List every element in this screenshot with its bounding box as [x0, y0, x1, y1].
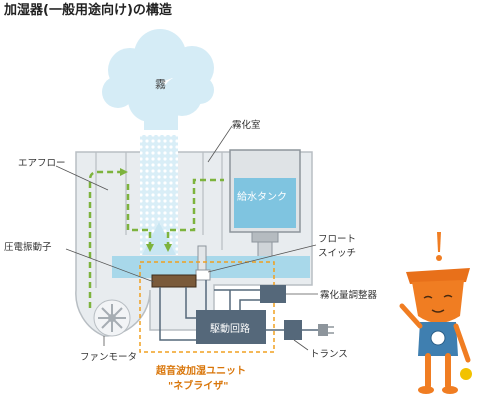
air-flow-label: エアフロー: [18, 158, 66, 169]
float-switch-label-2: スイッチ: [318, 248, 356, 259]
piezo-element-leader: [65, 248, 155, 283]
float-switch-label-1: フロート: [318, 234, 356, 245]
ultrasonic-unit-outline: [139, 261, 275, 353]
atomization-controller-label: 霧化量調整器: [320, 289, 378, 301]
fan-motor: [93, 299, 131, 337]
air-flow-arrows: [88, 170, 224, 308]
ultrasonic-unit-label: 超音波加湿ユニット: [155, 364, 246, 377]
fan-motor-label: ファンモータ: [80, 352, 137, 363]
transformer-label: トランス: [310, 349, 348, 360]
mist-cloud: [102, 29, 214, 130]
piezo-element: [151, 274, 197, 288]
drive-circuit-label: 駆動回路: [210, 322, 250, 335]
mascot-character: [399, 232, 472, 394]
diagram-title: 加湿器(一般用途向け)の構造: [3, 2, 173, 18]
mist-column: [140, 135, 178, 255]
piezo-element-label: 圧電振動子: [4, 241, 52, 253]
air-flow-arrowheads: [120, 168, 172, 252]
wiring: [159, 280, 284, 341]
transformer-leader: [293, 339, 309, 351]
atomization-controller-box: [260, 285, 286, 303]
power-plug-icon: [302, 324, 334, 336]
mist-label: 霧: [155, 78, 166, 91]
water-basin: [112, 256, 310, 278]
transformer-box: [284, 320, 302, 340]
nebulizer-label: "ネブライザ": [168, 379, 228, 392]
water-tank: [229, 149, 301, 265]
atomizing-chamber-label: 霧化室: [232, 119, 261, 131]
air-flow-leader: [55, 165, 109, 191]
float-switch-leader: [207, 244, 317, 273]
atomizing-chamber-leader: [207, 125, 233, 163]
drive-circuit-box: [196, 310, 266, 344]
water-tank-label: 給水タンク: [237, 190, 287, 203]
